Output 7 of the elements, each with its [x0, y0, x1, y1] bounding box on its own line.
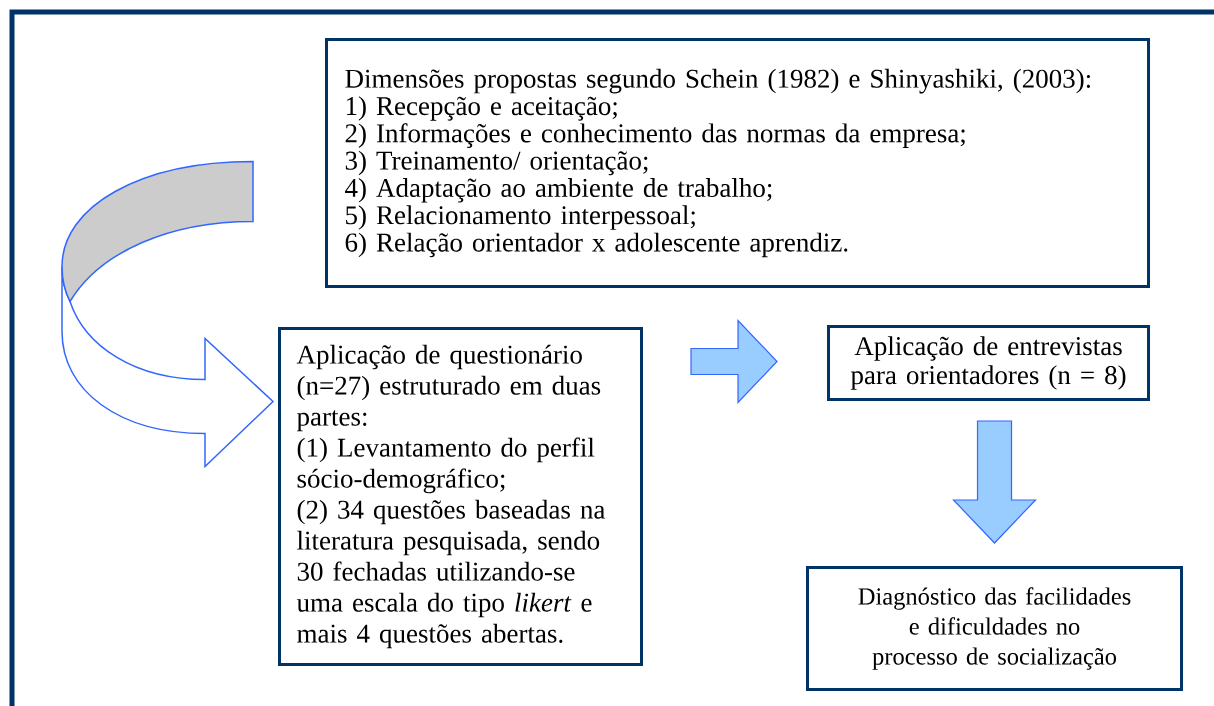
curved-arrow: [61, 160, 274, 468]
text-box: Diagnóstico das facilidades e dificuldades no processo de socialização: [806, 566, 1183, 691]
block-arrow: [690, 319, 778, 404]
text-box: Dimensões propostas segundo Schein (1982) e Shinyashiki, (2003): 1) Recepção e aceitação; 2) Informações e conhecimento das normas da empresa; 3) Treinamento/ orientação; 4) Adaptação ao ambiente de trabalho; 5) Relacionamento interpessoal; 6) Relação orientador x adolescente aprendiz.: [325, 38, 1150, 288]
block-arrow: [952, 420, 1037, 544]
text-box: Aplicação de entrevistas para orientadores (n = 8): [827, 325, 1150, 401]
text-box: Aplicação de questionário (n=27) estruturado em duas partes: (1) Levantamento do perfil sócio-demográfico; (2) 34 questões baseadas na literatura pesquisada, sendo 30 fechadas utilizando-se uma escala do tipo likert e mais 4 questões abertas.: [278, 327, 643, 666]
